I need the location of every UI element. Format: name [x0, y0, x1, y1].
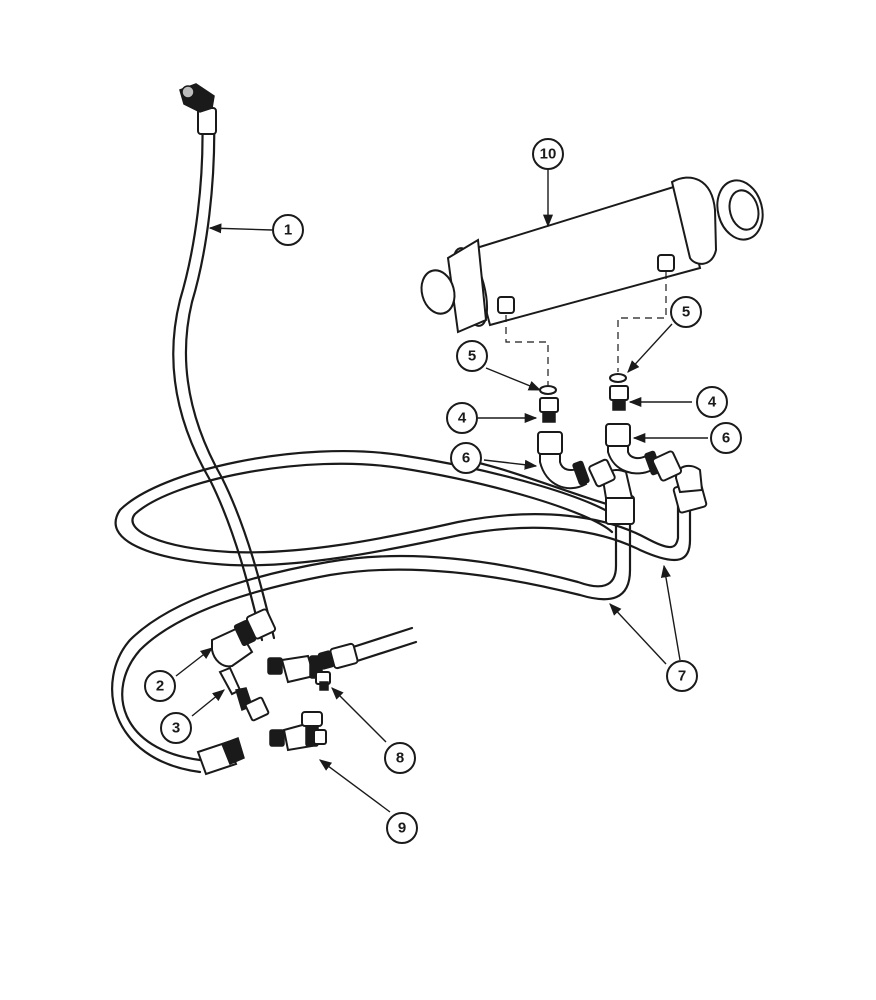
- svg-text:4: 4: [458, 410, 467, 427]
- svg-text:9: 9: [398, 820, 406, 837]
- fitting-3: [218, 666, 270, 722]
- leader-7b: [660, 564, 681, 661]
- callout-3: 3: [160, 712, 192, 744]
- leader-5b: [627, 323, 673, 373]
- oil-cooler: [420, 176, 764, 334]
- hose-7-ferrule-a: [605, 495, 635, 525]
- callout-9: 9: [386, 812, 418, 844]
- leader-2: [175, 647, 213, 677]
- assembly-line-left: [505, 315, 549, 385]
- callout-7: 7: [666, 660, 698, 692]
- hose-7-loops: [111, 449, 708, 776]
- callout-6-right: 6: [710, 422, 742, 454]
- o-ring-right: [609, 373, 627, 383]
- svg-text:5: 5: [682, 304, 690, 321]
- cooler-port-right: [657, 254, 675, 272]
- callout-4-left: 4: [446, 402, 478, 434]
- svg-text:4: 4: [708, 394, 717, 411]
- callout-5-right: 5: [670, 296, 702, 328]
- callout-8: 8: [384, 742, 416, 774]
- callout-4-right: 4: [696, 386, 728, 418]
- callout-1: 1: [272, 214, 304, 246]
- svg-text:8: 8: [396, 750, 404, 767]
- adapter-right: [609, 385, 629, 411]
- fitting-9: [269, 711, 327, 752]
- hose-1: [172, 83, 276, 642]
- leader-1: [208, 223, 273, 234]
- svg-text:7: 7: [678, 668, 686, 685]
- callout-2: 2: [144, 670, 176, 702]
- assembly-line-right: [617, 272, 667, 372]
- adapter-left: [539, 397, 559, 423]
- hose-8-right: [317, 626, 418, 670]
- leader-8: [331, 687, 387, 743]
- leader-5a: [485, 367, 542, 391]
- callout-6-left: 6: [450, 442, 482, 474]
- o-ring-left: [539, 385, 557, 395]
- callout-10: 10: [532, 138, 564, 170]
- elbow-right: [605, 423, 683, 482]
- svg-text:1: 1: [284, 222, 292, 239]
- svg-text:5: 5: [468, 348, 476, 365]
- callout-5-left: 5: [456, 340, 488, 372]
- leader-6a: [483, 459, 538, 470]
- svg-text:2: 2: [156, 678, 164, 695]
- leader-7a: [609, 603, 667, 665]
- fitting-2: [211, 608, 277, 668]
- leader-9: [318, 759, 391, 813]
- cooler-port-left: [497, 296, 515, 314]
- elbow-left: [537, 431, 616, 490]
- svg-text:3: 3: [172, 720, 180, 737]
- svg-text:6: 6: [722, 430, 730, 447]
- svg-text:6: 6: [462, 450, 470, 467]
- leader-3: [191, 689, 225, 717]
- svg-text:10: 10: [540, 146, 557, 163]
- fitting-8: [267, 654, 331, 691]
